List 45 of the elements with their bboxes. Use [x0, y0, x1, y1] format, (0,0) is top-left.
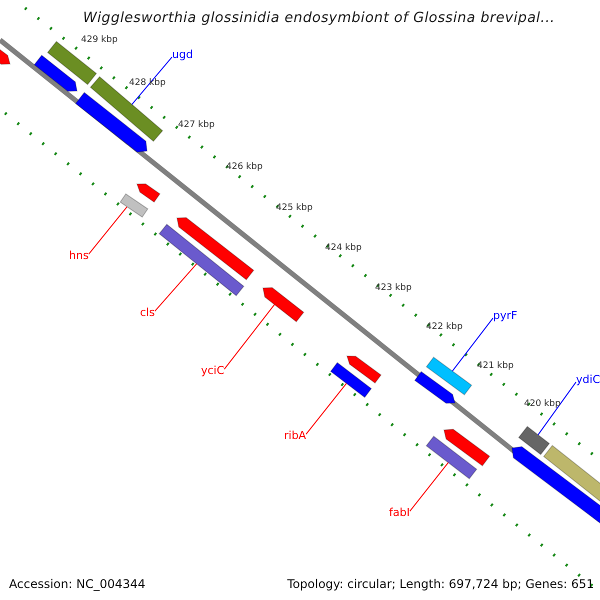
pointed-gene-bar [75, 92, 148, 153]
leader-line [154, 263, 198, 312]
tick-label: 421 kbp [477, 361, 514, 372]
pointed-gene-bar [34, 54, 78, 92]
tick-label: 429 kbp [81, 35, 118, 46]
gene-label: ydiC [576, 373, 600, 386]
leader-line [224, 304, 275, 370]
tick-label: 420 kbp [524, 399, 561, 410]
tick-label: 427 kbp [178, 120, 215, 131]
gene-label: yciC [201, 364, 224, 377]
leader-line [452, 318, 494, 372]
accession-text: Accession: NC_004344 [9, 576, 146, 593]
leader-line [409, 462, 449, 512]
tick-label: 426 kbp [226, 162, 263, 173]
pointed-gene-bar [136, 183, 161, 203]
gene-label: pyrF [493, 309, 518, 322]
gene-label: fabI [389, 506, 410, 519]
tick-label: 423 kbp [375, 283, 412, 294]
gene-bar [158, 224, 244, 296]
tick-label: 424 kbp [325, 243, 362, 254]
pointed-gene-bar [176, 217, 254, 280]
gene-label: hns [69, 249, 89, 262]
gene-bar [330, 362, 372, 398]
gene-bar [46, 40, 98, 86]
leader-line [131, 56, 172, 105]
gene-bar [426, 356, 472, 396]
genome-info-text: Topology: circular; Length: 697,724 bp; Genes: 651 [287, 576, 594, 593]
gene-label: ugd [172, 48, 193, 61]
pointed-gene-bar [262, 287, 304, 322]
leader-line [88, 206, 128, 255]
gene-bar [90, 76, 164, 142]
tick-label: 425 kbp [276, 203, 313, 214]
pointed-gene-bar [414, 370, 456, 404]
pointed-gene-bar [443, 428, 490, 466]
gene-bar [426, 436, 478, 480]
tick-label: 422 kbp [426, 322, 463, 333]
leader-line [538, 382, 576, 436]
gene-bar [518, 426, 550, 456]
gene-label: cls [140, 306, 155, 319]
pointed-gene-bar [346, 355, 382, 384]
leader-line [306, 382, 347, 435]
map-title: Wigglesworthia glossinidia endosymbiont of Glossina brevipal... [83, 9, 556, 28]
gene-label: ribA [284, 429, 306, 442]
tick-label: 428 kbp [129, 78, 166, 89]
gene-bar [120, 193, 148, 218]
